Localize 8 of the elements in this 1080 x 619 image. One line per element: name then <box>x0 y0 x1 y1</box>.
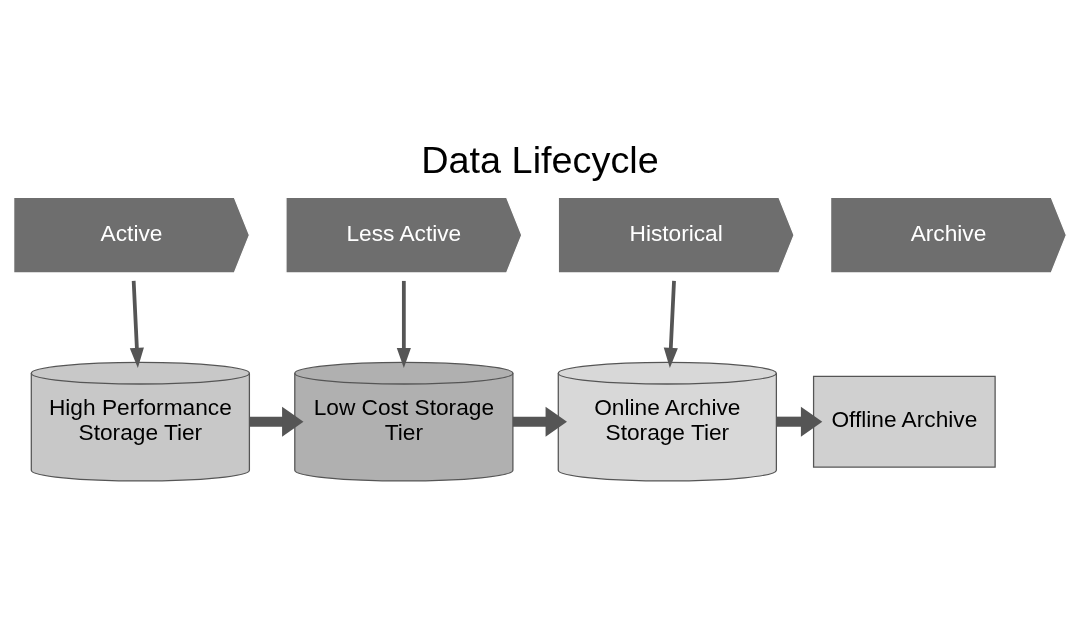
arrow <box>129 280 144 369</box>
arrow <box>776 406 823 437</box>
arrow <box>663 280 678 369</box>
arrow <box>512 406 567 437</box>
arrow <box>249 406 304 437</box>
diagram-title: Data Lifecycle <box>421 139 659 182</box>
node-box: Offline Archive <box>812 375 996 468</box>
arrow <box>396 280 411 369</box>
